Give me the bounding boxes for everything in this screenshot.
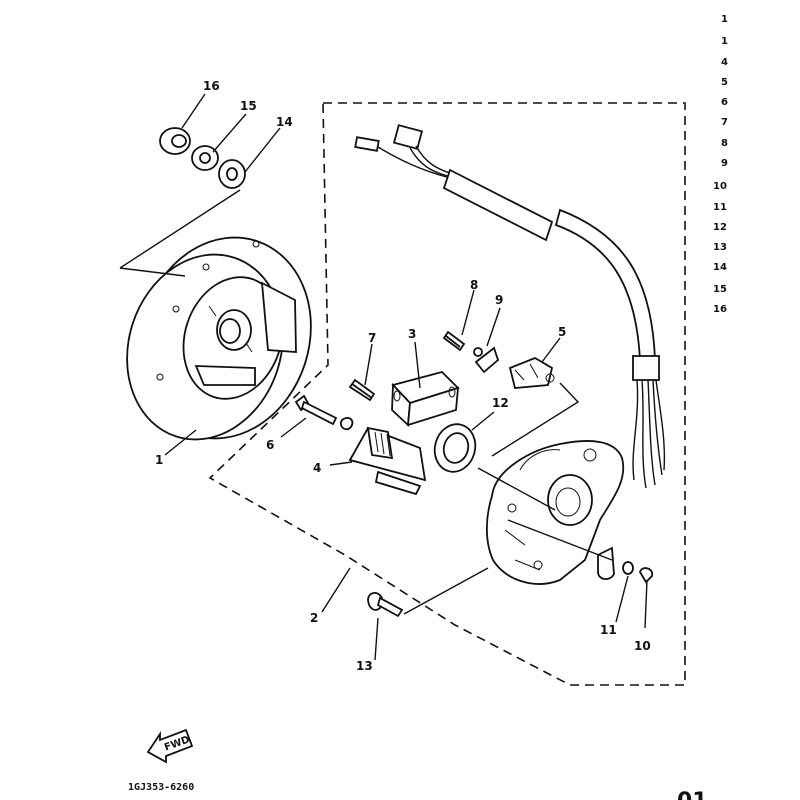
callout-label: 2 <box>310 611 318 625</box>
callout-label: 13 <box>356 659 373 673</box>
flywheel <box>126 236 312 441</box>
stator-clamp <box>597 546 615 580</box>
callout-label: 12 <box>492 396 509 410</box>
callout-label: 9 <box>495 293 503 307</box>
coil-b <box>348 426 427 496</box>
oil-seal <box>433 423 477 473</box>
screw <box>442 330 466 352</box>
fwd-arrow: FWD <box>146 728 194 764</box>
callout-label: 16 <box>203 79 220 93</box>
spring-washer <box>191 145 219 171</box>
edge-list-item: 4 <box>721 57 728 68</box>
screw <box>348 378 376 402</box>
flywheel-hardware-leader <box>119 189 241 277</box>
edge-list-item: 9 <box>721 158 728 169</box>
lock-washer <box>622 561 634 575</box>
screw-10-leader <box>507 519 613 561</box>
callout-label: 11 <box>600 623 617 637</box>
callout-label: 5 <box>558 325 566 339</box>
callout-label: 4 <box>313 461 321 475</box>
washer-clip <box>473 346 500 374</box>
callout-leaders <box>164 93 648 661</box>
edge-list-item: 10 <box>713 181 727 192</box>
edge-list-item: 1 <box>721 36 728 47</box>
stator-base <box>486 440 625 585</box>
callout-label: 10 <box>634 639 651 653</box>
screw <box>367 592 404 618</box>
edge-list-item: 6 <box>721 97 728 108</box>
pickup-coil <box>508 357 555 389</box>
edge-list-item: 7 <box>721 117 728 128</box>
coil-a <box>391 370 460 427</box>
diagram-code: 1GJ353-6260 <box>128 782 194 793</box>
edge-list-item: 11 <box>713 202 727 213</box>
assembly-boundary <box>208 102 686 686</box>
edge-list-item: 12 <box>713 222 727 233</box>
screw-13-leader <box>403 567 489 615</box>
callout-label: 8 <box>470 278 478 292</box>
edge-list: 1 1 4 5 6 7 8 9 10 11 12 13 14 15 16 <box>713 14 728 315</box>
page-number-fragment: 01 <box>677 789 708 800</box>
edge-list-item: 5 <box>721 77 728 88</box>
callout-label: 6 <box>266 438 274 452</box>
edge-list-item: 16 <box>713 304 727 315</box>
pickup-leader <box>491 382 580 457</box>
edge-list-item: 14 <box>713 262 727 273</box>
edge-list-item: 1 <box>721 14 728 25</box>
long-bolt <box>294 394 354 431</box>
screw <box>639 567 654 584</box>
nut <box>159 127 191 155</box>
callout-label: 3 <box>408 327 416 341</box>
seal-leader <box>477 467 556 511</box>
edge-list-item: 13 <box>713 242 727 253</box>
callout-label: 1 <box>155 453 163 467</box>
washer <box>218 159 246 189</box>
callout-label: 15 <box>240 99 257 113</box>
callout-label: 14 <box>276 115 293 129</box>
edge-list-item: 8 <box>721 138 728 149</box>
wire-harness <box>354 124 666 489</box>
edge-list-item: 15 <box>713 284 727 295</box>
callout-label: 7 <box>368 331 376 345</box>
